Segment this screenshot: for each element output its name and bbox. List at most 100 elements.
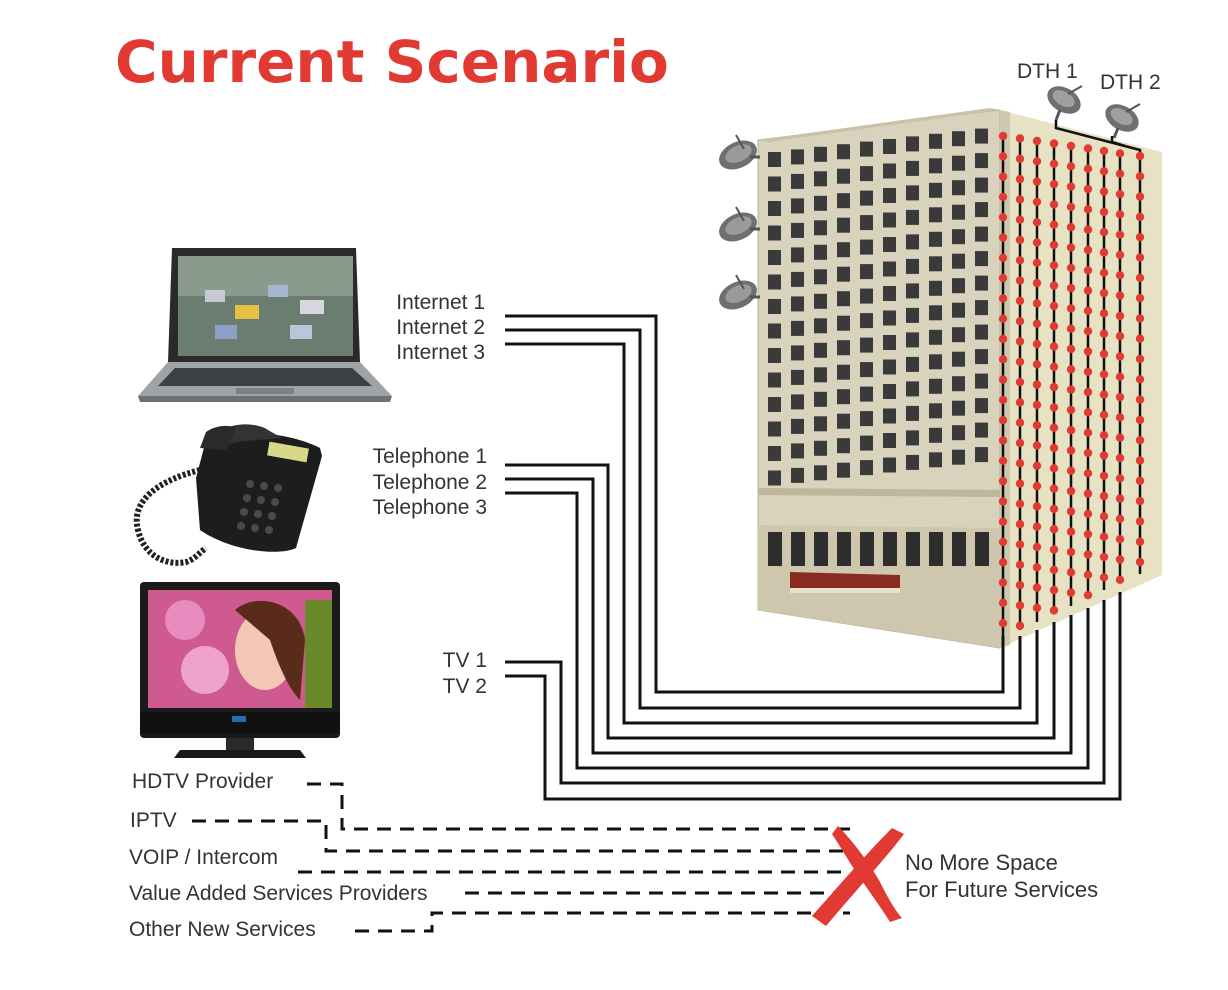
riser-connection-dot xyxy=(1083,469,1093,478)
riser-connection-dot xyxy=(1099,309,1109,318)
riser-connection-dot xyxy=(1066,283,1076,293)
telephone-3-label: Telephone 3 xyxy=(372,496,487,519)
riser-connection-dot xyxy=(1015,560,1025,569)
riser-connection-dot xyxy=(1066,141,1076,151)
riser-connection-dot xyxy=(1099,146,1109,156)
cable-tv-1 xyxy=(505,600,1106,785)
building-window xyxy=(860,190,873,206)
riser-connection-dot xyxy=(998,192,1008,202)
riser-connection-dot xyxy=(1015,134,1025,143)
building-window xyxy=(814,367,827,383)
building-window xyxy=(837,266,850,282)
riser-connection-dot xyxy=(1115,494,1125,503)
building-window xyxy=(975,349,988,365)
riser-connection-dot xyxy=(1015,337,1025,346)
riser-connection-dot xyxy=(1115,169,1125,178)
riser-connection-dot xyxy=(1032,238,1042,247)
riser-connection-dot xyxy=(1115,210,1125,219)
building-window xyxy=(883,237,896,252)
riser-connection-dot xyxy=(1115,433,1125,442)
building-window xyxy=(975,447,988,463)
building-window xyxy=(814,171,827,187)
riser-connection-dot xyxy=(1049,139,1059,148)
building-window xyxy=(929,403,942,419)
riser-connection-dot xyxy=(1135,212,1145,222)
riser-connection-dot xyxy=(1066,304,1076,313)
ground-floor-window xyxy=(837,532,851,566)
building-window xyxy=(952,131,965,147)
riser-connection-dot xyxy=(1083,144,1093,153)
building-window xyxy=(860,239,873,255)
riser-connection-dot xyxy=(998,517,1008,526)
riser-connection-dot xyxy=(1083,306,1093,316)
note-line-2: For Future Services xyxy=(905,877,1099,902)
riser-connection-dot xyxy=(1083,225,1093,234)
cable-internet-3 xyxy=(505,342,1039,725)
ground-floor-window xyxy=(975,532,989,566)
riser-connection-dot xyxy=(1115,453,1125,463)
building-window xyxy=(906,209,919,225)
building-window xyxy=(929,256,942,272)
riser-connection-dot xyxy=(1066,223,1076,232)
riser-connection-dot xyxy=(1032,603,1042,613)
building-window xyxy=(791,443,804,459)
building-window xyxy=(906,234,919,250)
building-window xyxy=(975,275,988,291)
cable-tv-2 xyxy=(505,592,1122,801)
building-window xyxy=(929,133,942,149)
riser-connection-dot xyxy=(998,172,1008,181)
telephone-icon xyxy=(133,424,322,566)
riser-connection-dot xyxy=(1015,235,1025,245)
dth-2-label: DTH 2 xyxy=(1100,71,1161,94)
building-window xyxy=(906,454,919,470)
building-window xyxy=(837,389,850,405)
riser-connection-dot xyxy=(1015,174,1025,184)
voip-intercom-label: VOIP / Intercom xyxy=(129,846,278,869)
riser-connection-dot xyxy=(998,355,1008,364)
dashed-hdtv xyxy=(307,782,850,831)
building-riser-cables xyxy=(998,131,1145,638)
building-window xyxy=(929,354,942,370)
riser-connection-dot xyxy=(1049,200,1059,209)
building-window xyxy=(791,467,804,483)
riser-connection-dot xyxy=(1099,410,1109,420)
building-window xyxy=(883,310,896,326)
building-window xyxy=(860,337,873,353)
riser-connection-dot xyxy=(1066,547,1076,557)
building-window xyxy=(837,217,850,233)
cable-telephone-3 xyxy=(505,491,1090,770)
building-window xyxy=(837,291,850,307)
riser-connection-dot xyxy=(1115,413,1125,422)
riser-connection-dot xyxy=(1115,514,1125,524)
building-window xyxy=(837,364,850,380)
cable-telephone-2 xyxy=(505,477,1073,755)
laptop-icon xyxy=(138,248,392,402)
building-window xyxy=(791,394,804,410)
riser-connection-dot xyxy=(1099,390,1109,399)
riser-connection-dot xyxy=(1099,532,1109,541)
riser-connection-dot xyxy=(1015,215,1025,224)
riser-connection-dot xyxy=(1066,344,1076,354)
building-window xyxy=(952,351,965,367)
riser-connection-dot xyxy=(1015,317,1025,326)
building-window xyxy=(791,198,804,214)
riser-connection-dot xyxy=(1115,332,1125,341)
riser-connection-dot xyxy=(1049,240,1059,250)
riser-connection-dot xyxy=(998,375,1008,384)
riser-connection-dot xyxy=(1099,370,1109,379)
riser-connection-dot xyxy=(1083,266,1093,275)
building-window xyxy=(929,207,942,223)
riser-connection-dot xyxy=(1066,486,1076,496)
riser-connection-dot xyxy=(1066,405,1076,415)
riser-connection-dot xyxy=(1099,491,1109,501)
building-window xyxy=(860,362,873,378)
cable-internet-1 xyxy=(505,314,1005,694)
riser-connection-dot xyxy=(1066,365,1076,374)
riser-connection-dot xyxy=(1066,243,1076,252)
riser-connection-dot xyxy=(1099,431,1109,440)
page-title: Current Scenario xyxy=(115,28,669,96)
building-window xyxy=(814,391,827,407)
riser-connection-dot xyxy=(1083,448,1093,458)
riser-connection-dot xyxy=(1083,509,1093,519)
